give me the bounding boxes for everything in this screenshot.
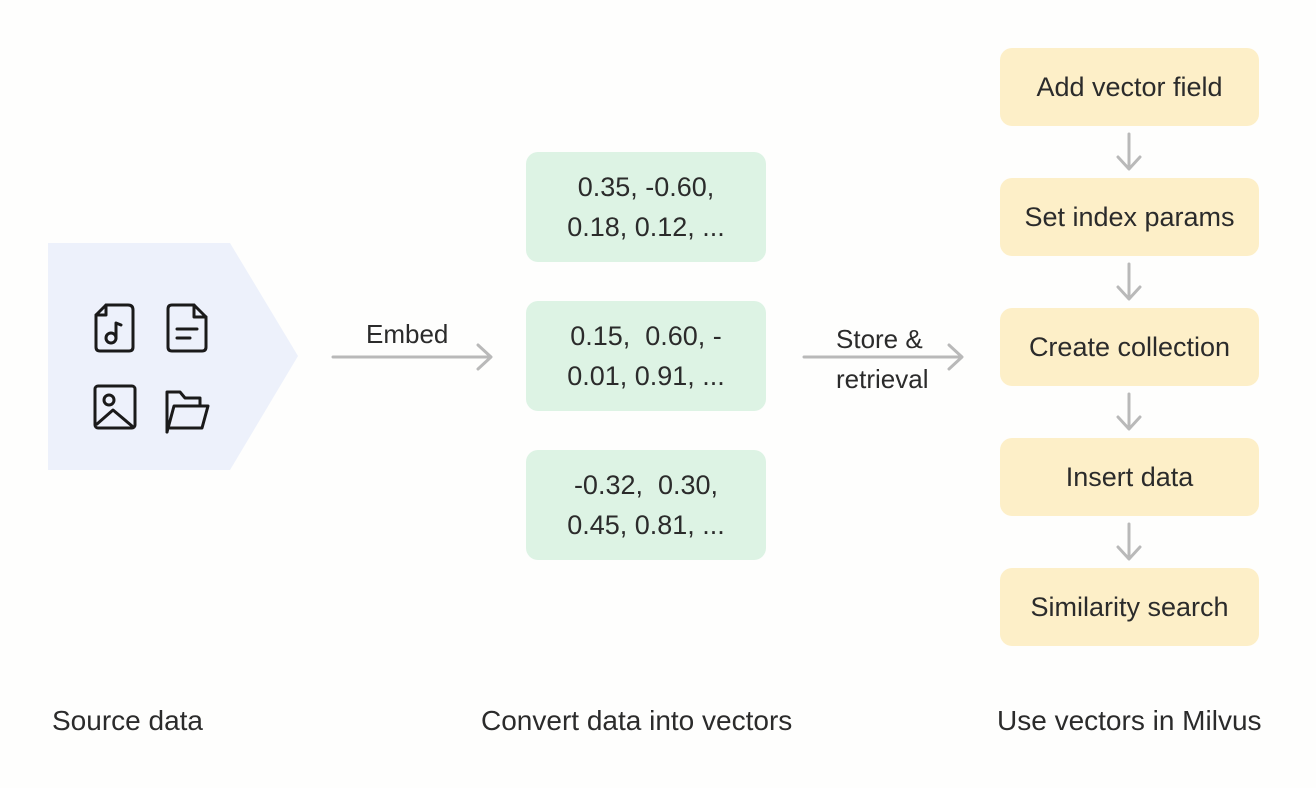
vector-line: -0.32, 0.30, [573,470,719,500]
milvus-caption: Use vectors in Milvus [997,705,1262,736]
down-arrow [1114,522,1144,562]
retrieval-label: retrieval [836,364,929,394]
down-arrow [1114,392,1144,432]
vector-line: 0.45, 0.81, ... [567,510,725,540]
store-label: Store & [836,324,923,354]
document-icon [164,301,212,355]
vector-box: 0.35, -0.60, 0.18, 0.12, ... [526,152,766,262]
vector-box: -0.32, 0.30, 0.45, 0.81, ... [526,450,766,560]
down-arrow [1114,132,1144,172]
vector-line: 0.35, -0.60, [577,172,715,202]
vector-line: 0.18, 0.12, ... [567,212,725,242]
step-add-vector-field: Add vector field [1000,48,1259,126]
step-set-index-params: Set index params [1000,178,1259,256]
store-arrow [802,343,966,371]
embed-label: Embed [366,319,449,349]
convert-caption: Convert data into vectors [481,705,793,736]
music-file-icon [92,301,140,355]
vector-box: 0.15, 0.60, - 0.01, 0.91, ... [526,301,766,411]
down-arrow [1114,262,1144,302]
folder-icon [162,384,210,438]
source-data-caption: Source data [52,705,203,736]
image-icon [92,382,140,436]
step-similarity-search: Similarity search [1000,568,1259,646]
embed-arrow [331,343,495,371]
step-insert-data: Insert data [1000,438,1259,516]
vector-line: 0.15, 0.60, - [570,321,722,351]
vector-line: 0.01, 0.91, ... [567,361,725,391]
step-create-collection: Create collection [1000,308,1259,386]
